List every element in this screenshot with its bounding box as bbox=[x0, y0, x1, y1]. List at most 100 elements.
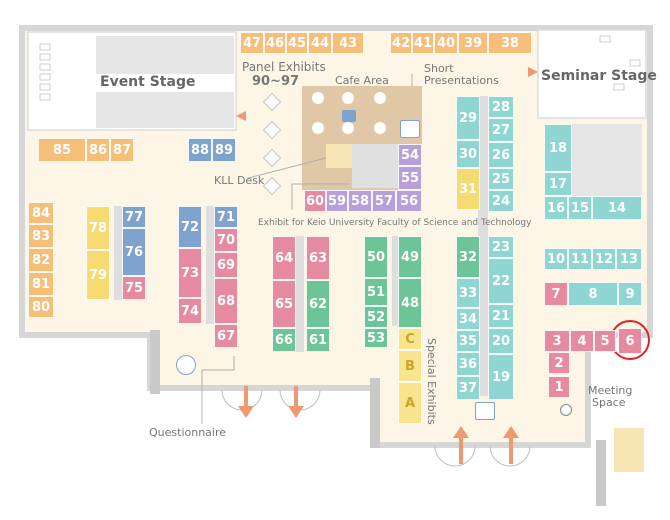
booth-24[interactable]: 24 bbox=[488, 190, 514, 212]
booth-7[interactable]: 7 bbox=[544, 282, 568, 306]
booth-48[interactable]: 48 bbox=[398, 278, 422, 328]
meeting-space-label-1: Meeting bbox=[588, 384, 633, 397]
booth-18[interactable]: 18 bbox=[544, 124, 572, 172]
booth-2[interactable]: 2 bbox=[548, 352, 570, 374]
booth-82[interactable]: 82 bbox=[28, 248, 54, 272]
booth-84[interactable]: 84 bbox=[28, 202, 54, 224]
booth-81[interactable]: 81 bbox=[28, 272, 54, 296]
booth-43[interactable]: 43 bbox=[332, 32, 364, 54]
booth-79[interactable]: 79 bbox=[86, 250, 110, 300]
booth-c[interactable]: C bbox=[398, 328, 422, 350]
booth-3[interactable]: 3 bbox=[544, 330, 570, 352]
booth-20[interactable]: 20 bbox=[488, 328, 514, 354]
booth-39[interactable]: 39 bbox=[458, 32, 488, 54]
booth-21[interactable]: 21 bbox=[488, 304, 514, 328]
booth-68[interactable]: 68 bbox=[214, 278, 238, 324]
booth-66[interactable]: 66 bbox=[272, 328, 296, 352]
booth-83[interactable]: 83 bbox=[28, 224, 54, 248]
booth-15[interactable]: 15 bbox=[568, 196, 592, 220]
booth-1[interactable]: 1 bbox=[548, 376, 570, 398]
booth-38[interactable]: 38 bbox=[488, 32, 532, 54]
booth-67[interactable]: 67 bbox=[214, 324, 238, 348]
booth-62[interactable]: 62 bbox=[306, 280, 330, 328]
panel-exhibits-label: Panel Exhibits bbox=[242, 60, 326, 74]
booth-61[interactable]: 61 bbox=[306, 328, 330, 352]
booth-71[interactable]: 71 bbox=[214, 206, 238, 228]
booth-87[interactable]: 87 bbox=[110, 138, 134, 162]
booth-40[interactable]: 40 bbox=[434, 32, 458, 54]
booth-9[interactable]: 9 bbox=[618, 282, 642, 306]
booth-a[interactable]: A bbox=[398, 382, 422, 424]
booth-17[interactable]: 17 bbox=[544, 172, 572, 196]
presentation-icon bbox=[400, 120, 420, 138]
booth-59[interactable]: 59 bbox=[326, 190, 348, 212]
booth-77[interactable]: 77 bbox=[122, 206, 146, 228]
booth-5[interactable]: 5 bbox=[594, 330, 616, 352]
booth-86[interactable]: 86 bbox=[86, 138, 110, 162]
booth-30[interactable]: 30 bbox=[456, 140, 480, 168]
booth-46[interactable]: 46 bbox=[264, 32, 286, 54]
booth-76[interactable]: 76 bbox=[122, 228, 146, 276]
booth-37[interactable]: 37 bbox=[456, 376, 480, 400]
panel-exhibits-range: 90~97 bbox=[252, 74, 300, 89]
booth-75[interactable]: 75 bbox=[122, 276, 146, 300]
booth-85[interactable]: 85 bbox=[38, 138, 86, 162]
booth-89[interactable]: 89 bbox=[212, 138, 236, 162]
booth-57[interactable]: 57 bbox=[372, 190, 396, 212]
booth-63[interactable]: 63 bbox=[306, 236, 330, 280]
booth-45[interactable]: 45 bbox=[286, 32, 308, 54]
booth-4[interactable]: 4 bbox=[570, 330, 594, 352]
booth-47[interactable]: 47 bbox=[240, 32, 264, 54]
booth-26[interactable]: 26 bbox=[488, 142, 514, 168]
booth-74[interactable]: 74 bbox=[178, 298, 202, 324]
booth-80[interactable]: 80 bbox=[28, 296, 54, 318]
booth-28[interactable]: 28 bbox=[488, 96, 514, 118]
booth-34[interactable]: 34 bbox=[456, 308, 480, 330]
booth-70[interactable]: 70 bbox=[214, 228, 238, 252]
booth-6[interactable]: 6 bbox=[618, 328, 642, 354]
booth-42[interactable]: 42 bbox=[390, 32, 412, 54]
booth-25[interactable]: 25 bbox=[488, 168, 514, 190]
booth-36[interactable]: 36 bbox=[456, 352, 480, 376]
booth-11[interactable]: 11 bbox=[568, 248, 592, 270]
booth-54[interactable]: 54 bbox=[398, 144, 422, 166]
booth-27[interactable]: 27 bbox=[488, 118, 514, 142]
booth-72[interactable]: 72 bbox=[178, 206, 202, 248]
booth-88[interactable]: 88 bbox=[188, 138, 212, 162]
booth-8[interactable]: 8 bbox=[568, 282, 618, 306]
booth-64[interactable]: 64 bbox=[272, 236, 296, 280]
keio-exhibit-label: Exhibit for Keio University Faculty of S… bbox=[258, 218, 532, 228]
event-stage-label: Event Stage bbox=[100, 74, 196, 90]
booth-22[interactable]: 22 bbox=[488, 258, 514, 304]
booth-58[interactable]: 58 bbox=[348, 190, 372, 212]
booth-73[interactable]: 73 bbox=[178, 248, 202, 298]
booth-19[interactable]: 19 bbox=[488, 354, 514, 400]
booth-23[interactable]: 23 bbox=[488, 236, 514, 258]
questionnaire-icon bbox=[176, 355, 196, 375]
booth-32[interactable]: 32 bbox=[456, 236, 480, 278]
booth-69[interactable]: 69 bbox=[214, 252, 238, 278]
booth-31[interactable]: 31 bbox=[456, 168, 480, 210]
booth-14[interactable]: 14 bbox=[592, 196, 642, 220]
booth-33[interactable]: 33 bbox=[456, 278, 480, 308]
booth-41[interactable]: 41 bbox=[412, 32, 434, 54]
booth-52[interactable]: 52 bbox=[364, 306, 388, 328]
booth-50[interactable]: 50 bbox=[364, 236, 388, 278]
booth-53[interactable]: 53 bbox=[364, 328, 388, 348]
booth-12[interactable]: 12 bbox=[592, 248, 616, 270]
booth-10[interactable]: 10 bbox=[544, 248, 568, 270]
booth-60[interactable]: 60 bbox=[304, 190, 326, 212]
booth-44[interactable]: 44 bbox=[308, 32, 332, 54]
booth-51[interactable]: 51 bbox=[364, 278, 388, 306]
booth-29[interactable]: 29 bbox=[456, 96, 480, 140]
booth-56[interactable]: 56 bbox=[396, 190, 422, 212]
cafe-register-icon bbox=[342, 110, 356, 122]
booth-78[interactable]: 78 bbox=[86, 206, 110, 250]
booth-49[interactable]: 49 bbox=[398, 236, 422, 278]
booth-13[interactable]: 13 bbox=[616, 248, 642, 270]
booth-35[interactable]: 35 bbox=[456, 330, 480, 352]
booth-55[interactable]: 55 bbox=[398, 166, 422, 190]
booth-b[interactable]: B bbox=[398, 350, 422, 382]
booth-16[interactable]: 16 bbox=[544, 196, 568, 220]
booth-65[interactable]: 65 bbox=[272, 280, 296, 328]
